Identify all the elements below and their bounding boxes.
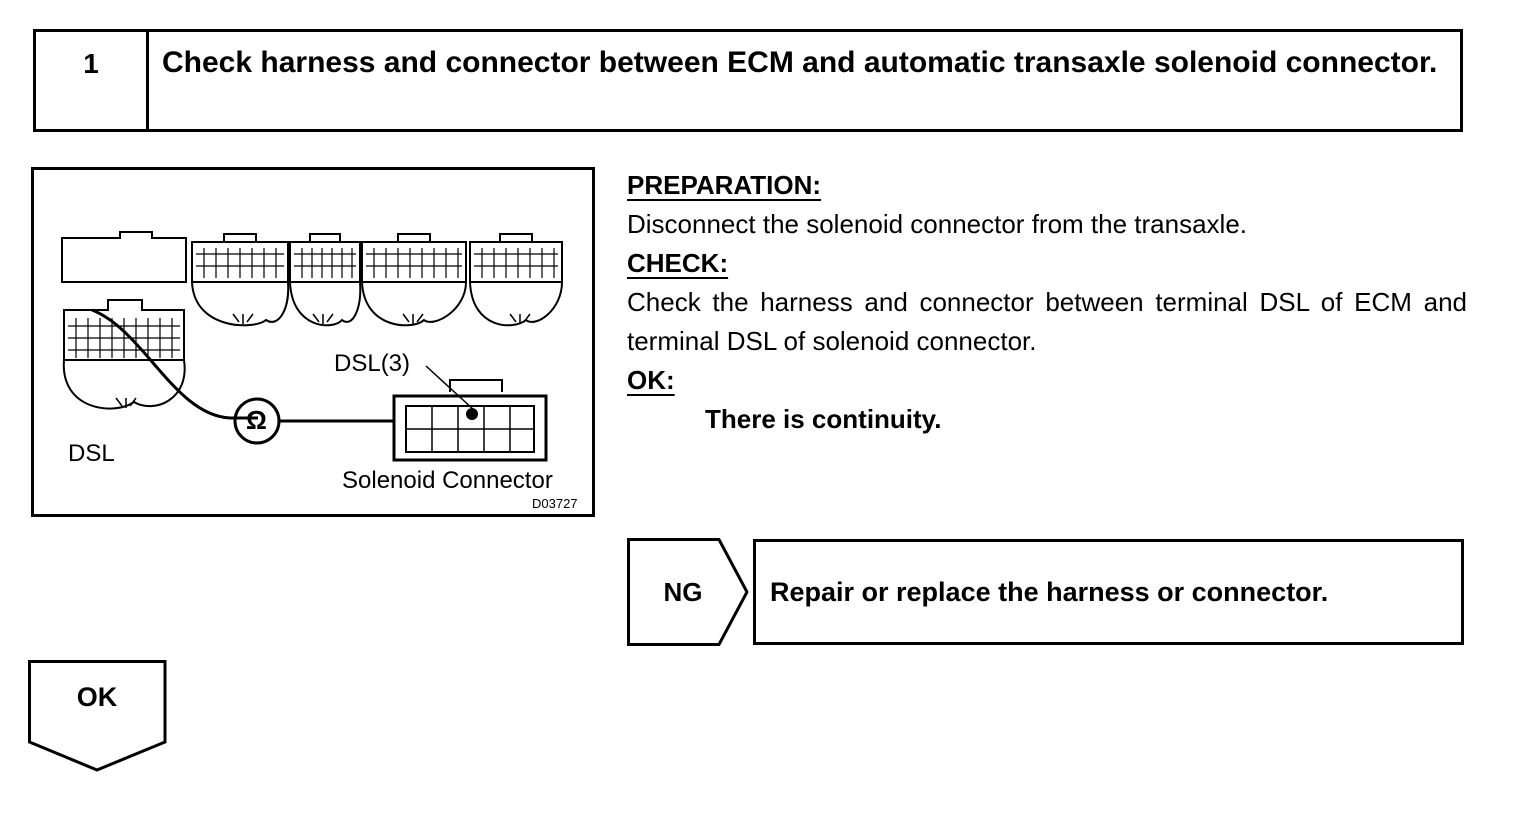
ok-heading: OK: (627, 365, 675, 395)
ok-label: OK (76, 682, 118, 712)
preparation-text: Disconnect the solenoid connector from t… (627, 209, 1248, 239)
ok-branch: OK (28, 660, 168, 772)
step-title: Check harness and connector between ECM … (162, 46, 1438, 79)
step-header: 1 Check harness and connector between EC… (33, 29, 1463, 132)
wiring-diagram-drawing (61, 231, 563, 462)
inspection-info: PREPARATION: Disconnect the solenoid con… (627, 166, 1467, 439)
ok-arrow-icon (28, 660, 167, 772)
ng-branch: NG (627, 538, 753, 646)
step-number: 1 (36, 32, 149, 129)
ohm-symbol: Ω (246, 405, 267, 435)
solenoid-connector-label: Solenoid Connector (342, 467, 553, 494)
figure-code: D03727 (532, 496, 578, 511)
preparation-heading: PREPARATION: (627, 170, 822, 200)
ng-label: NG (663, 577, 703, 607)
solenoid-connector-icon (392, 379, 548, 462)
check-heading: CHECK: (627, 248, 729, 278)
check-text: Check the harness and connector between … (627, 287, 1467, 356)
ecm-connector-icon (61, 231, 563, 410)
ng-action-box: Repair or replace the harness or connect… (753, 539, 1464, 645)
dsl-ecm-label: DSL (68, 440, 115, 467)
ng-arrow-icon (627, 538, 749, 646)
ok-result-text: There is continuity. (705, 404, 942, 434)
dsl-pin-label: DSL(3) (334, 350, 411, 377)
wiring-diagram: Ω DSL(3) DSL Solenoid Connector D03727 (31, 167, 595, 517)
ng-action-text: Repair or replace the harness or connect… (770, 577, 1329, 607)
